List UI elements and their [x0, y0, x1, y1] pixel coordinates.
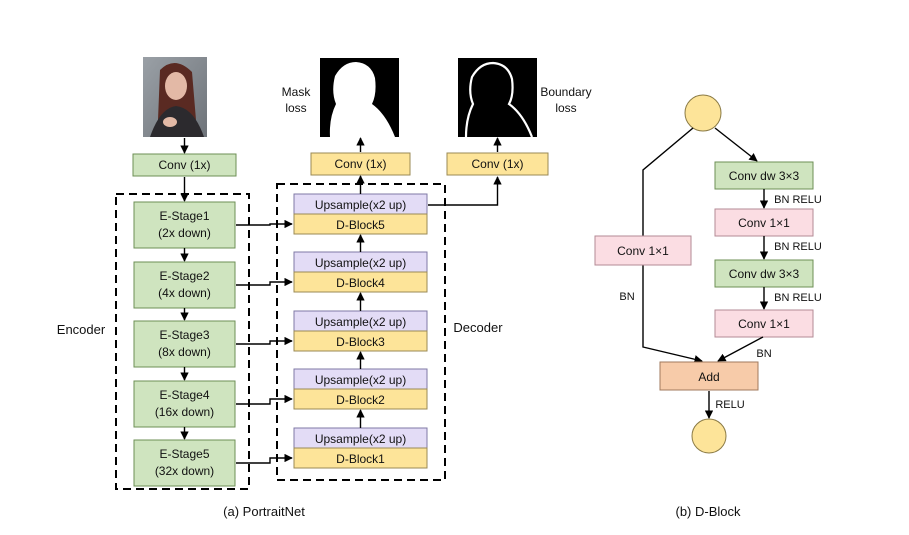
- caption-portraitnet: (a) PortraitNet: [223, 504, 305, 519]
- dblock-label-4: D-Block4: [336, 276, 385, 290]
- skip-arrow-1: [236, 453, 293, 464]
- encoder-label: Encoder: [57, 322, 106, 337]
- boundary-loss-line2: loss: [555, 101, 576, 115]
- relu-label: RELU: [715, 399, 744, 411]
- upsample-label-5: Upsample(x2 up): [315, 198, 406, 212]
- main-conv-label-4: Conv 1×1: [738, 317, 790, 331]
- shortcut-bn-label: BN: [619, 291, 634, 303]
- upsample-label-2: Upsample(x2 up): [315, 373, 406, 387]
- add-block: [659, 361, 759, 391]
- skip-arrow-5: [236, 219, 293, 229]
- upsample-label-1: Upsample(x2 up): [315, 432, 406, 446]
- dblock-5: [293, 213, 428, 235]
- encoder-stage-1-scale: (2x down): [158, 226, 211, 240]
- dblock-label-3: D-Block3: [336, 335, 385, 349]
- mask-conv-label: Conv (1x): [334, 157, 386, 171]
- encoder-stage-3: [133, 320, 236, 368]
- main-conv-block-3: [714, 259, 814, 288]
- caption-dblock: (b) D-Block: [675, 504, 741, 519]
- main-after-label-3: BN RELU: [774, 292, 822, 304]
- upsample-label-4: Upsample(x2 up): [315, 256, 406, 270]
- encoder-stage-2-name: E-Stage2: [159, 269, 209, 283]
- arrow-upsample5-to-boundary-conv: [428, 176, 502, 206]
- main-conv-label-2: Conv 1×1: [738, 216, 790, 230]
- dblock-label-5: D-Block5: [336, 218, 385, 232]
- mask-loss-line2: loss: [285, 101, 306, 115]
- dblock-3: [293, 330, 428, 352]
- input-node: [684, 94, 722, 132]
- main-bn-label: BN: [756, 348, 771, 360]
- main-conv-block-2: [714, 208, 814, 237]
- encoder-stage-5-name: E-Stage5: [159, 447, 209, 461]
- encoder-stage-4-scale: (16x down): [155, 405, 214, 419]
- dblock-4: [293, 271, 428, 293]
- main-after-label-1: BN RELU: [774, 194, 822, 206]
- encoder-region: [115, 193, 250, 490]
- add-label: Add: [698, 370, 719, 384]
- main-path: Conv dw 3×3 BN RELU Conv 1×1 BN RELU Conv dw…: [714, 161, 822, 338]
- boundary-image: [458, 58, 537, 138]
- dblock-1: [293, 447, 428, 469]
- upsample-label-3: Upsample(x2 up): [315, 315, 406, 329]
- encoder-stage-3-scale: (8x down): [158, 345, 211, 359]
- encoder-stage-5-scale: (32x down): [155, 464, 214, 478]
- skip-arrow-3: [236, 336, 293, 346]
- main-conv-label-1: Conv dw 3×3: [729, 169, 800, 183]
- portrait-photo: [143, 57, 207, 137]
- skip-arrow-2: [236, 394, 293, 405]
- skip-arrow-4: [236, 277, 293, 287]
- main-conv-label-3: Conv dw 3×3: [729, 267, 800, 281]
- encoder-stages: E-Stage1 (2x down) E-Stage2 (4x down) E-Stag…: [133, 201, 236, 487]
- shortcut-conv-label: Conv 1×1: [617, 244, 669, 258]
- mask-image: [320, 58, 399, 137]
- arrow-main-to-add: [717, 336, 764, 362]
- mask-loss-line1: Mask: [282, 85, 312, 99]
- boundary-loss-line1: Boundary: [540, 85, 591, 99]
- input-conv-label: Conv (1x): [158, 158, 210, 172]
- main-conv-block-4: [714, 309, 814, 338]
- encoder-stage-4-name: E-Stage4: [159, 388, 209, 402]
- boundary-conv-block: [446, 152, 549, 176]
- encoder-stage-2: [133, 261, 236, 309]
- arrow-input-to-main: [714, 127, 758, 162]
- dblock-2: [293, 388, 428, 410]
- encoder-stage-5: [133, 439, 236, 487]
- mask-conv-block: [310, 152, 411, 176]
- main-after-label-2: BN RELU: [774, 241, 822, 253]
- shortcut-conv-block: [594, 235, 692, 266]
- decoder-label: Decoder: [453, 320, 503, 335]
- encoder-stage-3-name: E-Stage3: [159, 328, 209, 342]
- encoder-stage-2-scale: (4x down): [158, 286, 211, 300]
- encoder-stage-1-name: E-Stage1: [159, 209, 209, 223]
- dblock-label-2: D-Block2: [336, 393, 385, 407]
- input-conv-block: [132, 153, 237, 177]
- output-node: [691, 418, 727, 454]
- dblock-label-1: D-Block1: [336, 452, 385, 466]
- encoder-stage-4: [133, 380, 236, 428]
- boundary-conv-label: Conv (1x): [471, 157, 523, 171]
